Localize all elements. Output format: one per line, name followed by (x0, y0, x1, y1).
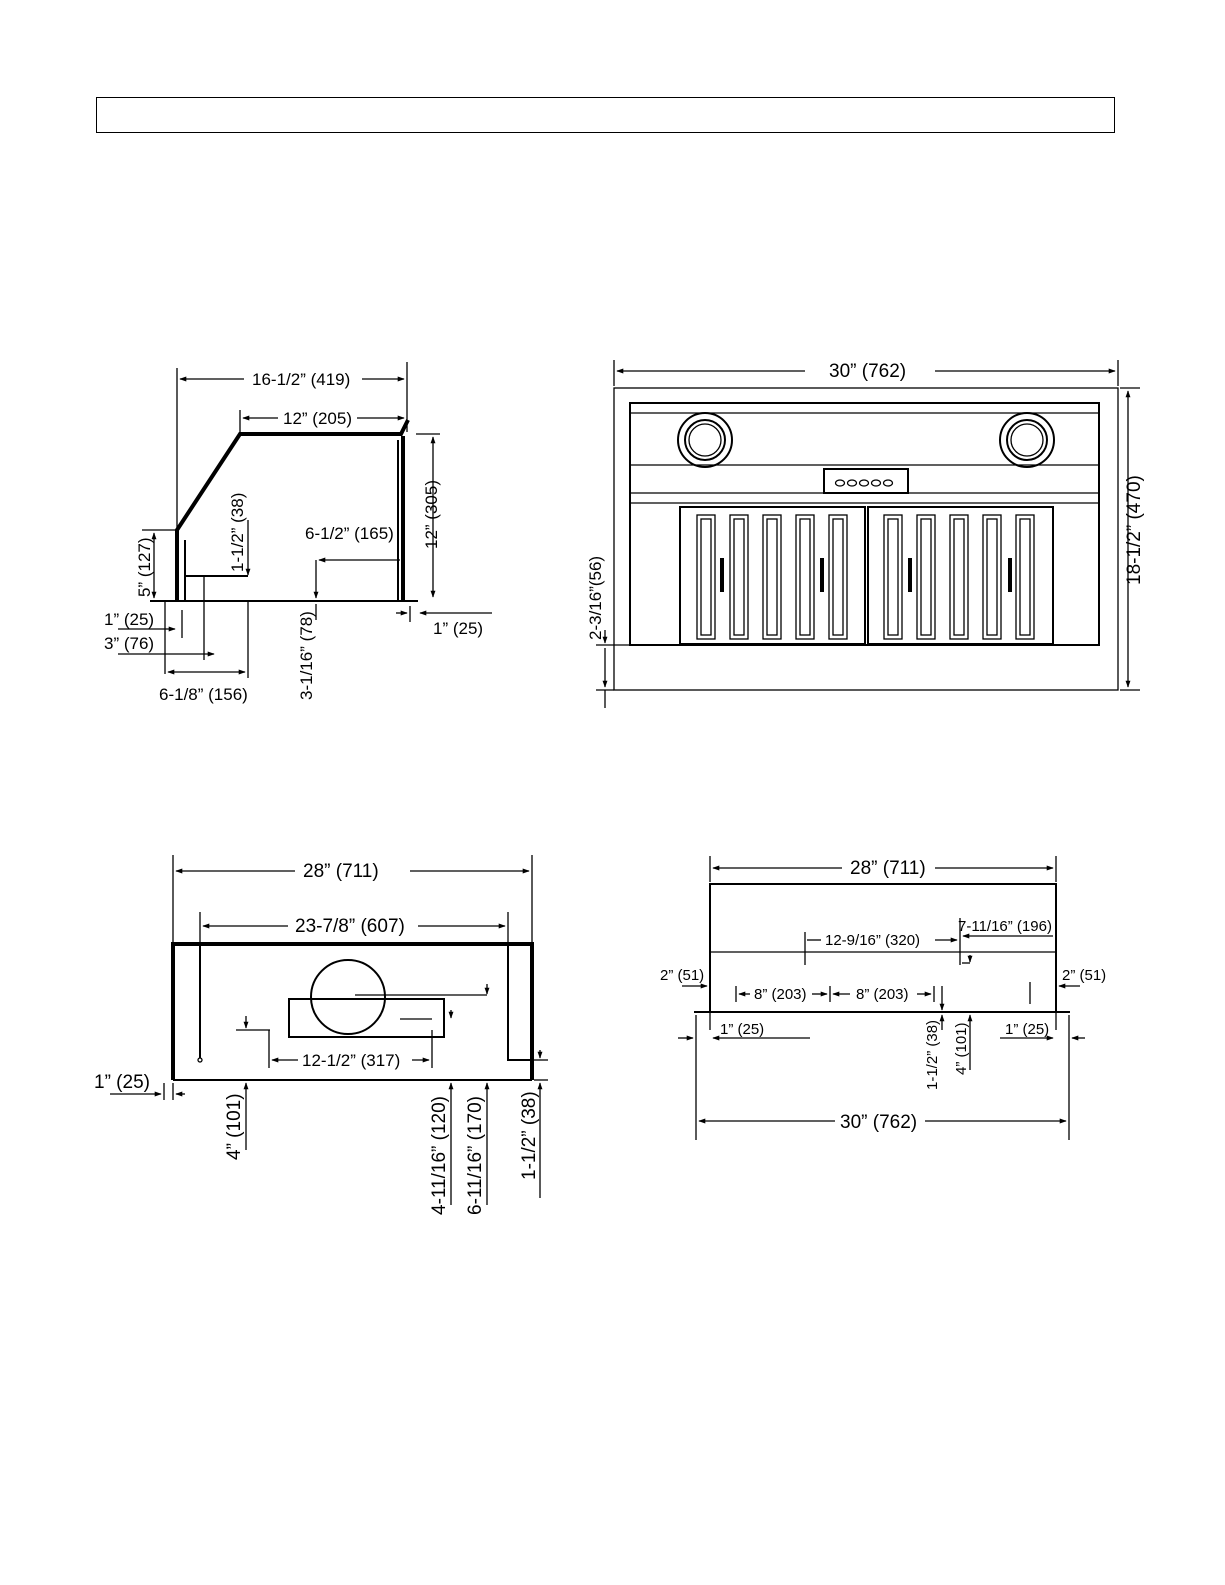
front-view-dimension-lines (596, 360, 1140, 708)
front-overall-height-label: 18-1/2” (470) (1124, 475, 1145, 585)
top-view-dimension-lines (110, 855, 548, 1205)
bottom-overall-width-label: 28” (711) (850, 858, 926, 879)
side-top-depth-label: 12” (205) (283, 409, 352, 428)
side-flange-offset-label: 6-1/8” (156) (159, 685, 248, 704)
bottom-span-left-label: 8” (203) (754, 986, 807, 1003)
top-duct-front-label: 4” (101) (224, 1093, 245, 1160)
side-lip-height-label: 1-1/2” (38) (228, 493, 247, 572)
bottom-view-dimension-lines (678, 856, 1085, 1140)
bottom-depth-label: 4” (101) (953, 1022, 970, 1075)
bottom-lip-height-label: 1-1/2” (38) (924, 1020, 941, 1090)
front-view: 30” (762) 18-1/2” (470) 2-3/16”(56) (586, 360, 1145, 708)
left-light (677, 412, 733, 468)
top-side-lip-label: 1” (25) (94, 1072, 150, 1093)
top-duct-depth-b-label: 6-11/16” (170) (465, 1096, 486, 1215)
side-view-outline (150, 419, 418, 602)
top-duct-width-label: 12-1/2” (317) (302, 1051, 400, 1070)
side-overall-depth-label: 16-1/2” (419) (252, 370, 350, 389)
front-overall-width-label: 30” (762) (829, 361, 906, 382)
side-duct-height-label: 3-1/16” (78) (297, 611, 316, 700)
top-view-outline (171, 942, 534, 1081)
header-box (96, 97, 1115, 133)
side-duct-offset-label: 6-1/2” (165) (305, 524, 394, 543)
bottom-lip-left-label: 1” (25) (720, 1021, 764, 1038)
bottom-right-offset-label: 7-11/16” (196) (958, 918, 1052, 935)
bottom-view: 28” (711) 12-9/16” (320) 7-11/16” (196) … (660, 856, 1106, 1140)
control-buttons (834, 479, 894, 487)
side-rear-height-label: 12” (305) (422, 480, 441, 549)
filter-panels (679, 506, 1054, 645)
side-view-dimension-lines (118, 362, 492, 678)
top-view: 28” (711) 23-7/8” (607) 12-1/2” (317) 1”… (94, 855, 548, 1215)
top-inner-width-label: 23-7/8” (607) (295, 916, 405, 937)
side-rear-lip-label: 1” (25) (433, 619, 483, 638)
bottom-view-outline (694, 883, 1070, 1030)
side-front-height-label: 5” (127) (135, 537, 154, 597)
top-duct-depth-a-label: 4-11/16” (120) (429, 1096, 450, 1215)
bottom-lip-right-label: 1” (25) (1005, 1021, 1049, 1038)
side-view: 16-1/2” (419) 12” (205) 12” (305) 5” (12… (104, 362, 492, 704)
bottom-center-offset-label: 12-9/16” (320) (825, 932, 920, 949)
right-light (999, 412, 1055, 468)
front-bottom-offset-label: 2-3/16”(56) (586, 556, 605, 640)
top-overall-width-label: 28” (711) (303, 861, 379, 882)
side-front-lip-label: 1” (25) (104, 610, 154, 629)
bottom-span-right-label: 8” (203) (856, 986, 909, 1003)
bottom-right-edge-label: 2” (51) (1062, 967, 1106, 984)
front-view-outline (613, 387, 1119, 691)
side-front-offset-label: 3” (76) (104, 634, 154, 653)
bottom-total-width-label: 30” (762) (840, 1112, 917, 1133)
bottom-left-edge-label: 2” (51) (660, 967, 704, 984)
top-rear-lip-label: 1-1/2” (38) (519, 1091, 540, 1180)
